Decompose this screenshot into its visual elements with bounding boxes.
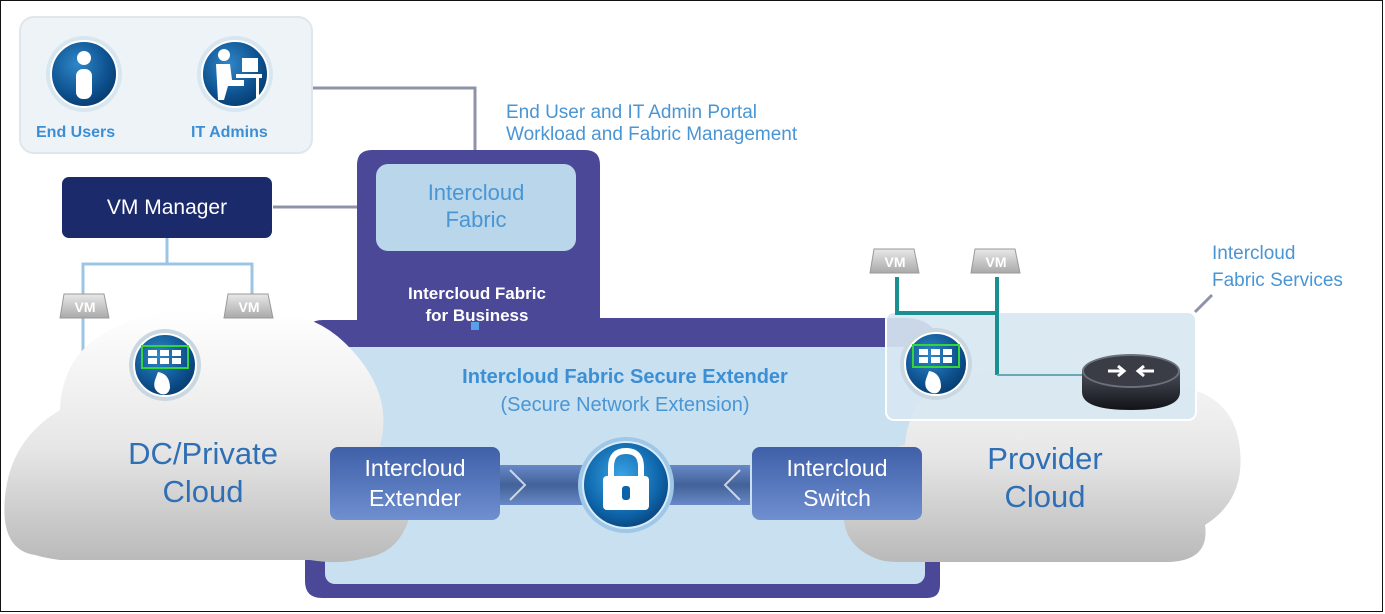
business-label-line2: for Business (425, 306, 529, 325)
intercloud-extender-box (330, 447, 500, 520)
private-cloud-label-line1: DC/Private (128, 436, 278, 471)
secure-extender-subtitle: (Secure Network Extension) (500, 394, 750, 416)
provider-cloud-label-line2: Cloud (1004, 479, 1086, 514)
fabric-services-label-line2: Fabric Services (1212, 270, 1343, 291)
intercloud-fabric-label-line2: Fabric (445, 207, 507, 232)
vm-manager-box (62, 177, 272, 238)
vm-icon (59, 293, 110, 319)
end-users-label: End Users (36, 124, 116, 141)
intercloud-switch-box (752, 447, 922, 520)
fabric-node-icon (129, 329, 201, 401)
fabric-node-icon (900, 328, 972, 400)
business-label-line1: Intercloud Fabric (408, 284, 546, 303)
secure-extender-title: Intercloud Fabric Secure Extender (462, 366, 788, 388)
vm-icon (223, 293, 274, 319)
extender-label-line1: Intercloud (364, 455, 466, 481)
switch-label-line2: Switch (803, 485, 871, 511)
lock-icon (578, 437, 674, 533)
portal-label-line1: End User and IT Admin Portal (506, 102, 757, 123)
end-user-icon (46, 36, 122, 112)
provider-vm-links (895, 277, 1082, 376)
vm-label: VM (238, 299, 260, 315)
vm-manager-label: VM Manager (106, 196, 228, 219)
it-admins-label: IT Admins (191, 124, 268, 141)
extender-label-line2: Extender (368, 485, 462, 511)
vm-label: VM (884, 254, 906, 270)
vm-label: VM (985, 254, 1007, 270)
vm-icon (869, 248, 920, 274)
vm-icon (970, 248, 1021, 274)
provider-cloud-label-line1: Provider (987, 441, 1103, 476)
private-cloud-shape (4, 310, 412, 563)
router-icon (1082, 354, 1180, 410)
private-cloud-label-line2: Cloud (162, 474, 244, 509)
switch-label-line1: Intercloud (786, 455, 888, 481)
fabric-join-dot (471, 322, 479, 330)
fabric-services-label-line1: Intercloud (1212, 243, 1296, 264)
admin-icon (197, 36, 273, 112)
intercloud-fabric-label-line1: Intercloud (427, 180, 525, 205)
vm-label: VM (74, 299, 96, 315)
intercloud-fabric-box (376, 164, 576, 251)
portal-label-line2: Workload and Fabric Management (506, 124, 798, 145)
